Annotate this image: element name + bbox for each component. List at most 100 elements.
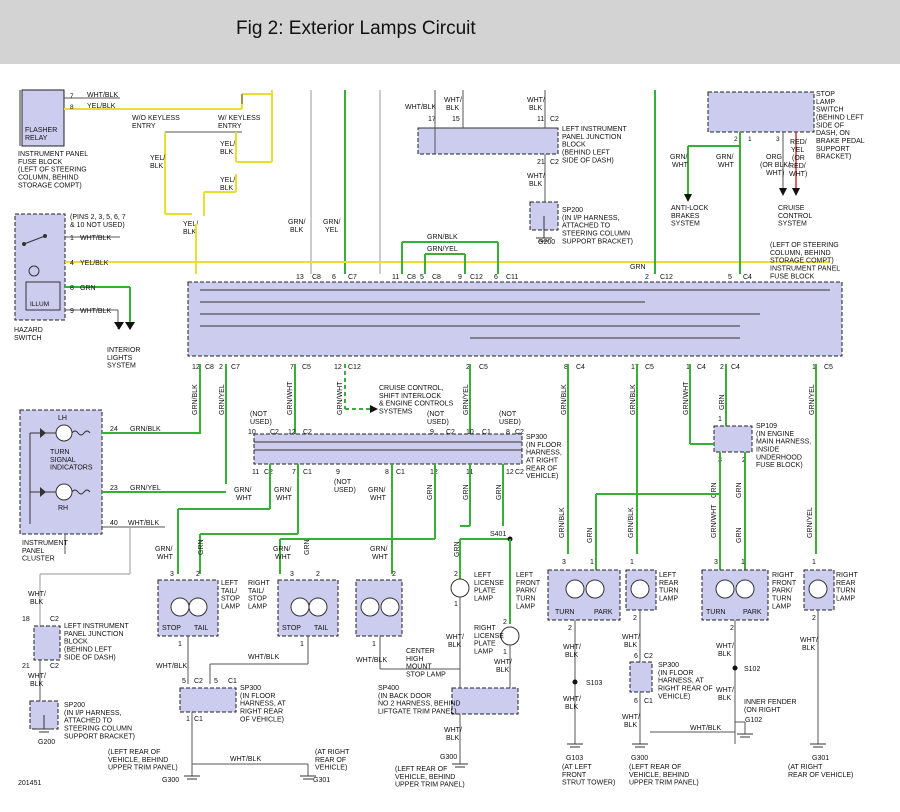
svg-text:12: 12 [288, 429, 296, 436]
svg-text:3: 3 [776, 136, 780, 143]
svg-text:G300: G300 [162, 777, 179, 784]
svg-text:C1: C1 [396, 469, 405, 476]
svg-text:WHT/BLK: WHT/BLK [356, 657, 387, 664]
svg-text:WHT: WHT [236, 495, 253, 502]
svg-text:WHT: WHT [718, 162, 735, 169]
svg-text:BLK: BLK [290, 227, 304, 234]
svg-text:1: 1 [812, 364, 816, 371]
svg-text:23: 23 [110, 485, 118, 492]
svg-text:GRN/YEL: GRN/YEL [427, 246, 458, 253]
svg-text:13: 13 [296, 274, 304, 281]
svg-text:WHT/BLK: WHT/BLK [87, 92, 118, 99]
svg-text:GRN: GRN [198, 539, 205, 555]
svg-text:WHT: WHT [157, 554, 174, 561]
svg-text:7: 7 [70, 93, 74, 100]
svg-text:7: 7 [292, 469, 296, 476]
svg-text:1: 1 [718, 416, 722, 423]
cruise-shift-label: CRUISE CONTROL,SHIFT INTERLOCK& ENGINE C… [379, 385, 454, 416]
svg-text:BLK: BLK [718, 695, 732, 702]
svg-text:C12: C12 [348, 364, 361, 371]
svg-text:WHT: WHT [276, 495, 293, 502]
svg-text:GRN/BLK: GRN/BLK [192, 384, 199, 415]
svg-text:2: 2 [316, 571, 320, 578]
svg-text:GRN/BLK: GRN/BLK [559, 507, 566, 538]
svg-text:5: 5 [420, 274, 424, 281]
svg-text:WHT: WHT [275, 554, 292, 561]
svg-text:WHT: WHT [372, 554, 389, 561]
svg-text:GRN: GRN [463, 484, 470, 500]
svg-text:G200: G200 [538, 239, 555, 246]
page-title: Fig 2: Exterior Lamps Circuit [236, 18, 476, 39]
figure-id: 201451 [18, 780, 41, 787]
svg-text:GRN/YEL: GRN/YEL [807, 507, 814, 538]
ip-junction-top [417, 127, 559, 155]
svg-text:3: 3 [170, 571, 174, 578]
svg-text:GRN/: GRN/ [370, 546, 388, 553]
svg-text:WHT/: WHT/ [622, 634, 640, 641]
svg-text:6: 6 [494, 274, 498, 281]
svg-text:GRN/YEL: GRN/YEL [809, 384, 816, 415]
svg-text:2: 2 [503, 619, 507, 626]
svg-text:C2: C2 [550, 159, 559, 166]
svg-text:1: 1 [70, 235, 74, 242]
svg-text:GRN/: GRN/ [273, 546, 291, 553]
svg-text:2: 2 [730, 625, 734, 632]
svg-text:BLK: BLK [446, 105, 460, 112]
svg-text:8: 8 [564, 364, 568, 371]
svg-text:WHT/BLK: WHT/BLK [80, 308, 111, 315]
svg-text:GRN/WHT: GRN/WHT [683, 381, 690, 415]
left-license-lamp [450, 578, 470, 598]
left-rear-turn-lamp [625, 569, 657, 611]
stop-lamp-switch [707, 91, 815, 133]
svg-text:C5: C5 [302, 364, 311, 371]
svg-text:GRN: GRN [587, 527, 594, 543]
svg-text:C8: C8 [432, 274, 441, 281]
svg-text:GRN: GRN [304, 539, 311, 555]
svg-text:C2: C2 [644, 653, 653, 660]
svg-text:15: 15 [452, 116, 460, 123]
park-label-2: PARK [743, 609, 762, 616]
svg-text:BLK: BLK [529, 105, 543, 112]
svg-text:WHT/BLK: WHT/BLK [230, 756, 261, 763]
svg-text:RED/: RED/ [790, 139, 807, 146]
svg-text:1: 1 [300, 641, 304, 648]
svg-text:9: 9 [70, 308, 74, 315]
svg-text:GRN/: GRN/ [274, 487, 292, 494]
svg-text:GRN/: GRN/ [288, 219, 306, 226]
svg-text:11: 11 [537, 116, 544, 123]
svg-text:C7: C7 [348, 274, 357, 281]
svg-text:S401: S401 [490, 531, 506, 538]
svg-text:YEL/: YEL/ [183, 221, 198, 228]
svg-text:WHT/: WHT/ [494, 659, 512, 666]
right-rear-turn-lamp [803, 569, 835, 611]
svg-text:GRN: GRN [496, 484, 503, 500]
svg-text:WHT/: WHT/ [563, 644, 581, 651]
svg-text:G301: G301 [812, 755, 829, 762]
svg-text:2: 2 [219, 364, 223, 371]
center-high-mount-lamp [355, 579, 403, 637]
svg-text:1: 1 [630, 559, 634, 566]
svg-text:C12: C12 [470, 274, 483, 281]
svg-text:YEL/BLK: YEL/BLK [80, 260, 109, 267]
svg-text:GRN: GRN [736, 527, 743, 543]
svg-text:GRN: GRN [736, 482, 743, 498]
svg-text:10: 10 [248, 429, 256, 436]
svg-text:WHT/: WHT/ [28, 673, 46, 680]
svg-text:C2: C2 [515, 429, 524, 436]
lh-label: LH [58, 415, 67, 422]
svg-text:GRN: GRN [454, 541, 461, 557]
svg-text:GRN/: GRN/ [670, 154, 688, 161]
right-front-park-turn-lamp [701, 569, 769, 621]
svg-text:5: 5 [214, 678, 218, 685]
svg-text:C5: C5 [645, 364, 654, 371]
svg-text:BLK: BLK [565, 704, 579, 711]
